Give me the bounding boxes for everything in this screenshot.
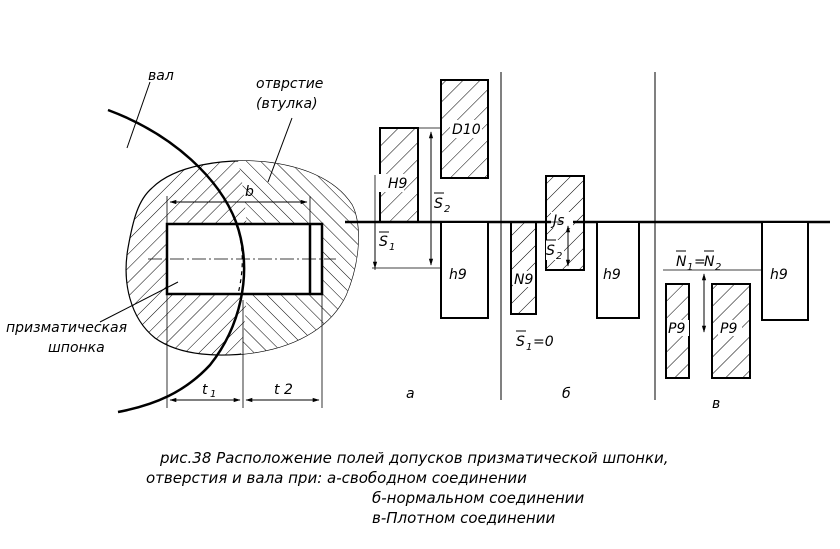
Js-label: Js <box>550 213 564 229</box>
H9-label-a: H9 <box>388 176 408 192</box>
S1-sub: 1 <box>389 242 395 253</box>
N1-sub: 1 <box>687 262 693 273</box>
S1-label: S <box>379 234 388 250</box>
t1-label: t <box>202 382 208 398</box>
N1-label: N <box>676 254 687 270</box>
caption-line-2: отверстия и вала при: а-свободном соедин… <box>146 469 527 487</box>
hole-label-2: (втулка) <box>256 96 318 112</box>
S2-sub: 2 <box>444 204 450 215</box>
dimension-t: t 1 t 2 <box>166 294 323 408</box>
section-b: N9 Js h9 S 2 S 1 =0 б <box>510 175 640 402</box>
caption: рис.38 Расположение полей допусков призм… <box>146 449 669 527</box>
h9-label-a: h9 <box>449 267 467 283</box>
dimension-b: b <box>166 184 311 224</box>
section-a-label: а <box>406 386 415 402</box>
N2-label: N <box>704 254 715 270</box>
t2-label: t 2 <box>274 382 293 398</box>
P9-label-left: P9 <box>668 321 685 337</box>
section-a: H9 D10 h9 S 1 S 2 а <box>368 79 489 402</box>
N2-sub: 2 <box>715 262 721 273</box>
field-h9-v <box>761 221 809 321</box>
hub-section <box>107 108 359 414</box>
h9-label-b: h9 <box>603 267 621 283</box>
h9-label-v: h9 <box>770 267 788 283</box>
N9-label: N9 <box>514 272 533 288</box>
N-eq: = <box>694 254 706 270</box>
field-h9-a <box>440 221 489 319</box>
field-N9 <box>510 221 537 315</box>
shaft-arc <box>107 108 246 414</box>
S2-sub-b: 2 <box>556 251 562 262</box>
b-label: b <box>245 184 254 200</box>
shaft-label: вал <box>148 68 174 84</box>
caption-line-3: б-нормальном соединении <box>372 489 585 507</box>
section-v-label: в <box>712 396 720 412</box>
section-v: P9 P9 h9 N 1 = N 2 в <box>663 221 809 412</box>
P9-label-right: P9 <box>720 321 737 337</box>
S2-label: S <box>434 196 443 212</box>
S1-zero-val: =0 <box>533 334 554 350</box>
D10-label: D10 <box>452 122 481 138</box>
key-label-2: шпонка <box>48 340 105 356</box>
caption-line-1: рис.38 Расположение полей допусков призм… <box>159 449 669 467</box>
S1-zero-label: S <box>516 334 525 350</box>
S2-label-b: S <box>546 243 555 259</box>
caption-line-4: в-Плотном соединении <box>372 509 555 527</box>
S1-zero-sub: 1 <box>526 342 532 353</box>
section-b-label: б <box>562 386 571 402</box>
key-label-1: призматическая <box>6 320 127 336</box>
t1-sub: 1 <box>210 389 216 400</box>
hole-label-1: отврстие <box>256 76 323 92</box>
field-h9-b <box>596 221 640 319</box>
